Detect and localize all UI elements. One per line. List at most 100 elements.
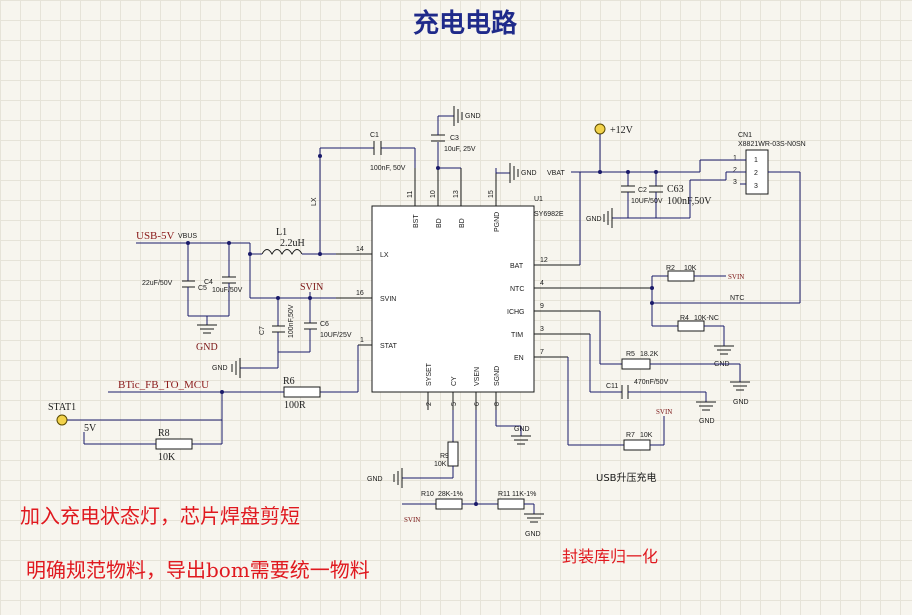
pin-num-top-1: 10 xyxy=(430,190,437,198)
pin-num-right-3: 3 xyxy=(540,326,544,333)
pin-name-bottom-1: CY xyxy=(451,376,458,386)
cn1-pin-2-inner: 2 xyxy=(754,170,758,177)
r8-body xyxy=(155,438,193,450)
gnd-label-svin: GND xyxy=(212,365,228,372)
page-title: 充电电路 xyxy=(413,8,518,39)
cn1-pin-2: 2 xyxy=(733,167,737,174)
pin-name-right-1: NTC xyxy=(510,286,524,293)
svin-net-label-3: SVIN xyxy=(656,408,672,416)
pin-name-top-1: BD xyxy=(436,218,443,228)
pin-num-bottom-0: 2 xyxy=(426,402,433,406)
c4-value: 10uF/50V xyxy=(212,287,243,294)
ichg-circuit: GND R5 18.2K xyxy=(599,311,750,406)
pin-name-top-2: BD xyxy=(459,218,466,228)
ntc-net-label: NTC xyxy=(730,295,744,302)
r5-body xyxy=(621,358,651,370)
v5-net-label: 5V xyxy=(84,423,97,434)
c2-ref: C2 xyxy=(638,187,647,194)
pin-num-right-2: 9 xyxy=(540,303,544,310)
c5-value: 22uF/50V xyxy=(142,280,173,287)
pin-name-top-0: BST xyxy=(413,214,420,228)
c63-ref: C63 xyxy=(667,184,684,195)
pin-name-right-2: ICHG xyxy=(507,309,525,316)
svin-net-label-1: SVIN xyxy=(300,282,323,293)
pin-name-right-3: TIM xyxy=(511,332,523,339)
status-circuit: BTic_FB_TO_MCU R6 100R R8 10K 5V STAT1 xyxy=(48,345,359,463)
c7-ref: C7 xyxy=(259,326,266,335)
r9-body xyxy=(447,441,459,467)
r4-value: 10K-NC xyxy=(694,315,719,322)
svin-net-label-2: SVIN xyxy=(728,273,744,281)
pin-name-bottom-3: SGND xyxy=(494,366,501,386)
boost-label: USB升压充电 xyxy=(596,471,657,484)
r9-ref: R9 xyxy=(440,453,449,460)
cn1-part: X8821WR-03S-N0SN xyxy=(738,141,806,148)
r6-value: 100R xyxy=(284,400,306,411)
cn1-pin-1-inner: 1 xyxy=(754,157,758,164)
bottom-circuit: GND R9 10K GND R10 28K-1% R11 11K-1% SVI… xyxy=(367,410,544,538)
r4-body xyxy=(677,320,705,332)
r8-ref: R8 xyxy=(158,428,170,439)
pin-name-right-4: EN xyxy=(514,355,524,362)
chip-ref: U1 xyxy=(534,196,543,203)
pin-name-right-0: BAT xyxy=(510,263,524,270)
btic-net-label: BTic_FB_TO_MCU xyxy=(118,379,209,391)
chip-part: SY6982E xyxy=(534,211,564,218)
r2-body xyxy=(667,270,695,282)
battery-output: VBAT +12V GND C2 10UF/50V C63 100nF,50V … xyxy=(547,123,806,304)
r10-body xyxy=(435,498,463,510)
pin-num-left-1: 16 xyxy=(356,290,364,297)
pin-name-left-0: LX xyxy=(380,252,389,259)
gnd-label-r9: GND xyxy=(367,476,383,483)
c7-value: 100nF,50V xyxy=(288,304,295,338)
r5-value: 18.2K xyxy=(640,351,659,358)
r5-ref: R5 xyxy=(626,351,635,358)
svin-capacitors: SVIN GND C7 100nF,50V C6 10UF/25V xyxy=(212,282,352,378)
l1-coil xyxy=(261,249,303,256)
pin-num-left-2: 1 xyxy=(360,337,364,344)
l1-ref: L1 xyxy=(276,227,287,238)
ntc-circuit: R2 10K SVIN GND R4 10K-NC xyxy=(650,265,744,368)
c6-value: 10UF/25V xyxy=(320,332,352,339)
r7-body xyxy=(623,439,651,451)
c11-value: 470nF/50V xyxy=(634,379,669,386)
r10-value: 28K-1% xyxy=(438,491,463,498)
r8-value: 10K xyxy=(158,452,176,463)
r11-body xyxy=(497,498,525,510)
note-3: 封装库归一化 xyxy=(562,547,658,566)
input-filter: USB-5V VBUS GND 22uF/50V C5 C4 10uF/50V … xyxy=(136,227,336,353)
cn1-ref: CN1 xyxy=(738,132,752,139)
lx-net-label: LX xyxy=(311,197,318,206)
pin-num-bottom-1: 5 xyxy=(451,402,458,406)
gnd-label-sgnd: GND xyxy=(514,426,530,433)
gnd-label-c11: GND xyxy=(699,418,715,425)
chip-body xyxy=(371,205,535,393)
c1-value: 100nF, 50V xyxy=(370,165,406,172)
cn1-pin-3: 3 xyxy=(733,179,737,186)
r7-ref: R7 xyxy=(626,432,635,439)
gnd-label-r5: GND xyxy=(733,399,749,406)
en-circuit: SVIN R7 10K USB升压充电 xyxy=(567,357,672,484)
cn1-pin-1: 1 xyxy=(733,155,737,162)
r7-value: 10K xyxy=(640,432,653,439)
note-2: 明确规范物料，导出bom需要统一物料 xyxy=(26,558,370,582)
vbus-net-label: VBUS xyxy=(178,233,197,240)
r2-value: 10K xyxy=(684,265,697,272)
r11-value: 11K-1% xyxy=(512,491,536,498)
c11-ref: C11 xyxy=(606,383,618,390)
r4-ref: R4 xyxy=(680,315,689,322)
tim-circuit: GND C11 470nF/50V xyxy=(589,334,716,425)
pin-num-top-2: 13 xyxy=(453,190,460,198)
c1-ref: C1 xyxy=(370,132,379,139)
gnd-label-pgnd: GND xyxy=(521,170,537,177)
c6-ref: C6 xyxy=(320,321,329,328)
pin-num-right-0: 12 xyxy=(540,257,548,264)
c3-value: 10uF, 25V xyxy=(444,146,476,153)
plus12v-test-point xyxy=(594,123,606,135)
gnd-label-bat: GND xyxy=(586,216,602,223)
r9-value: 10K xyxy=(434,461,447,468)
pin-num-top-0: 11 xyxy=(407,191,414,198)
note-1: 加入充电状态灯，芯片焊盘剪短 xyxy=(20,504,300,528)
c2-value: 10UF/50V xyxy=(631,198,663,205)
plus12v-net-label: +12V xyxy=(610,125,634,136)
